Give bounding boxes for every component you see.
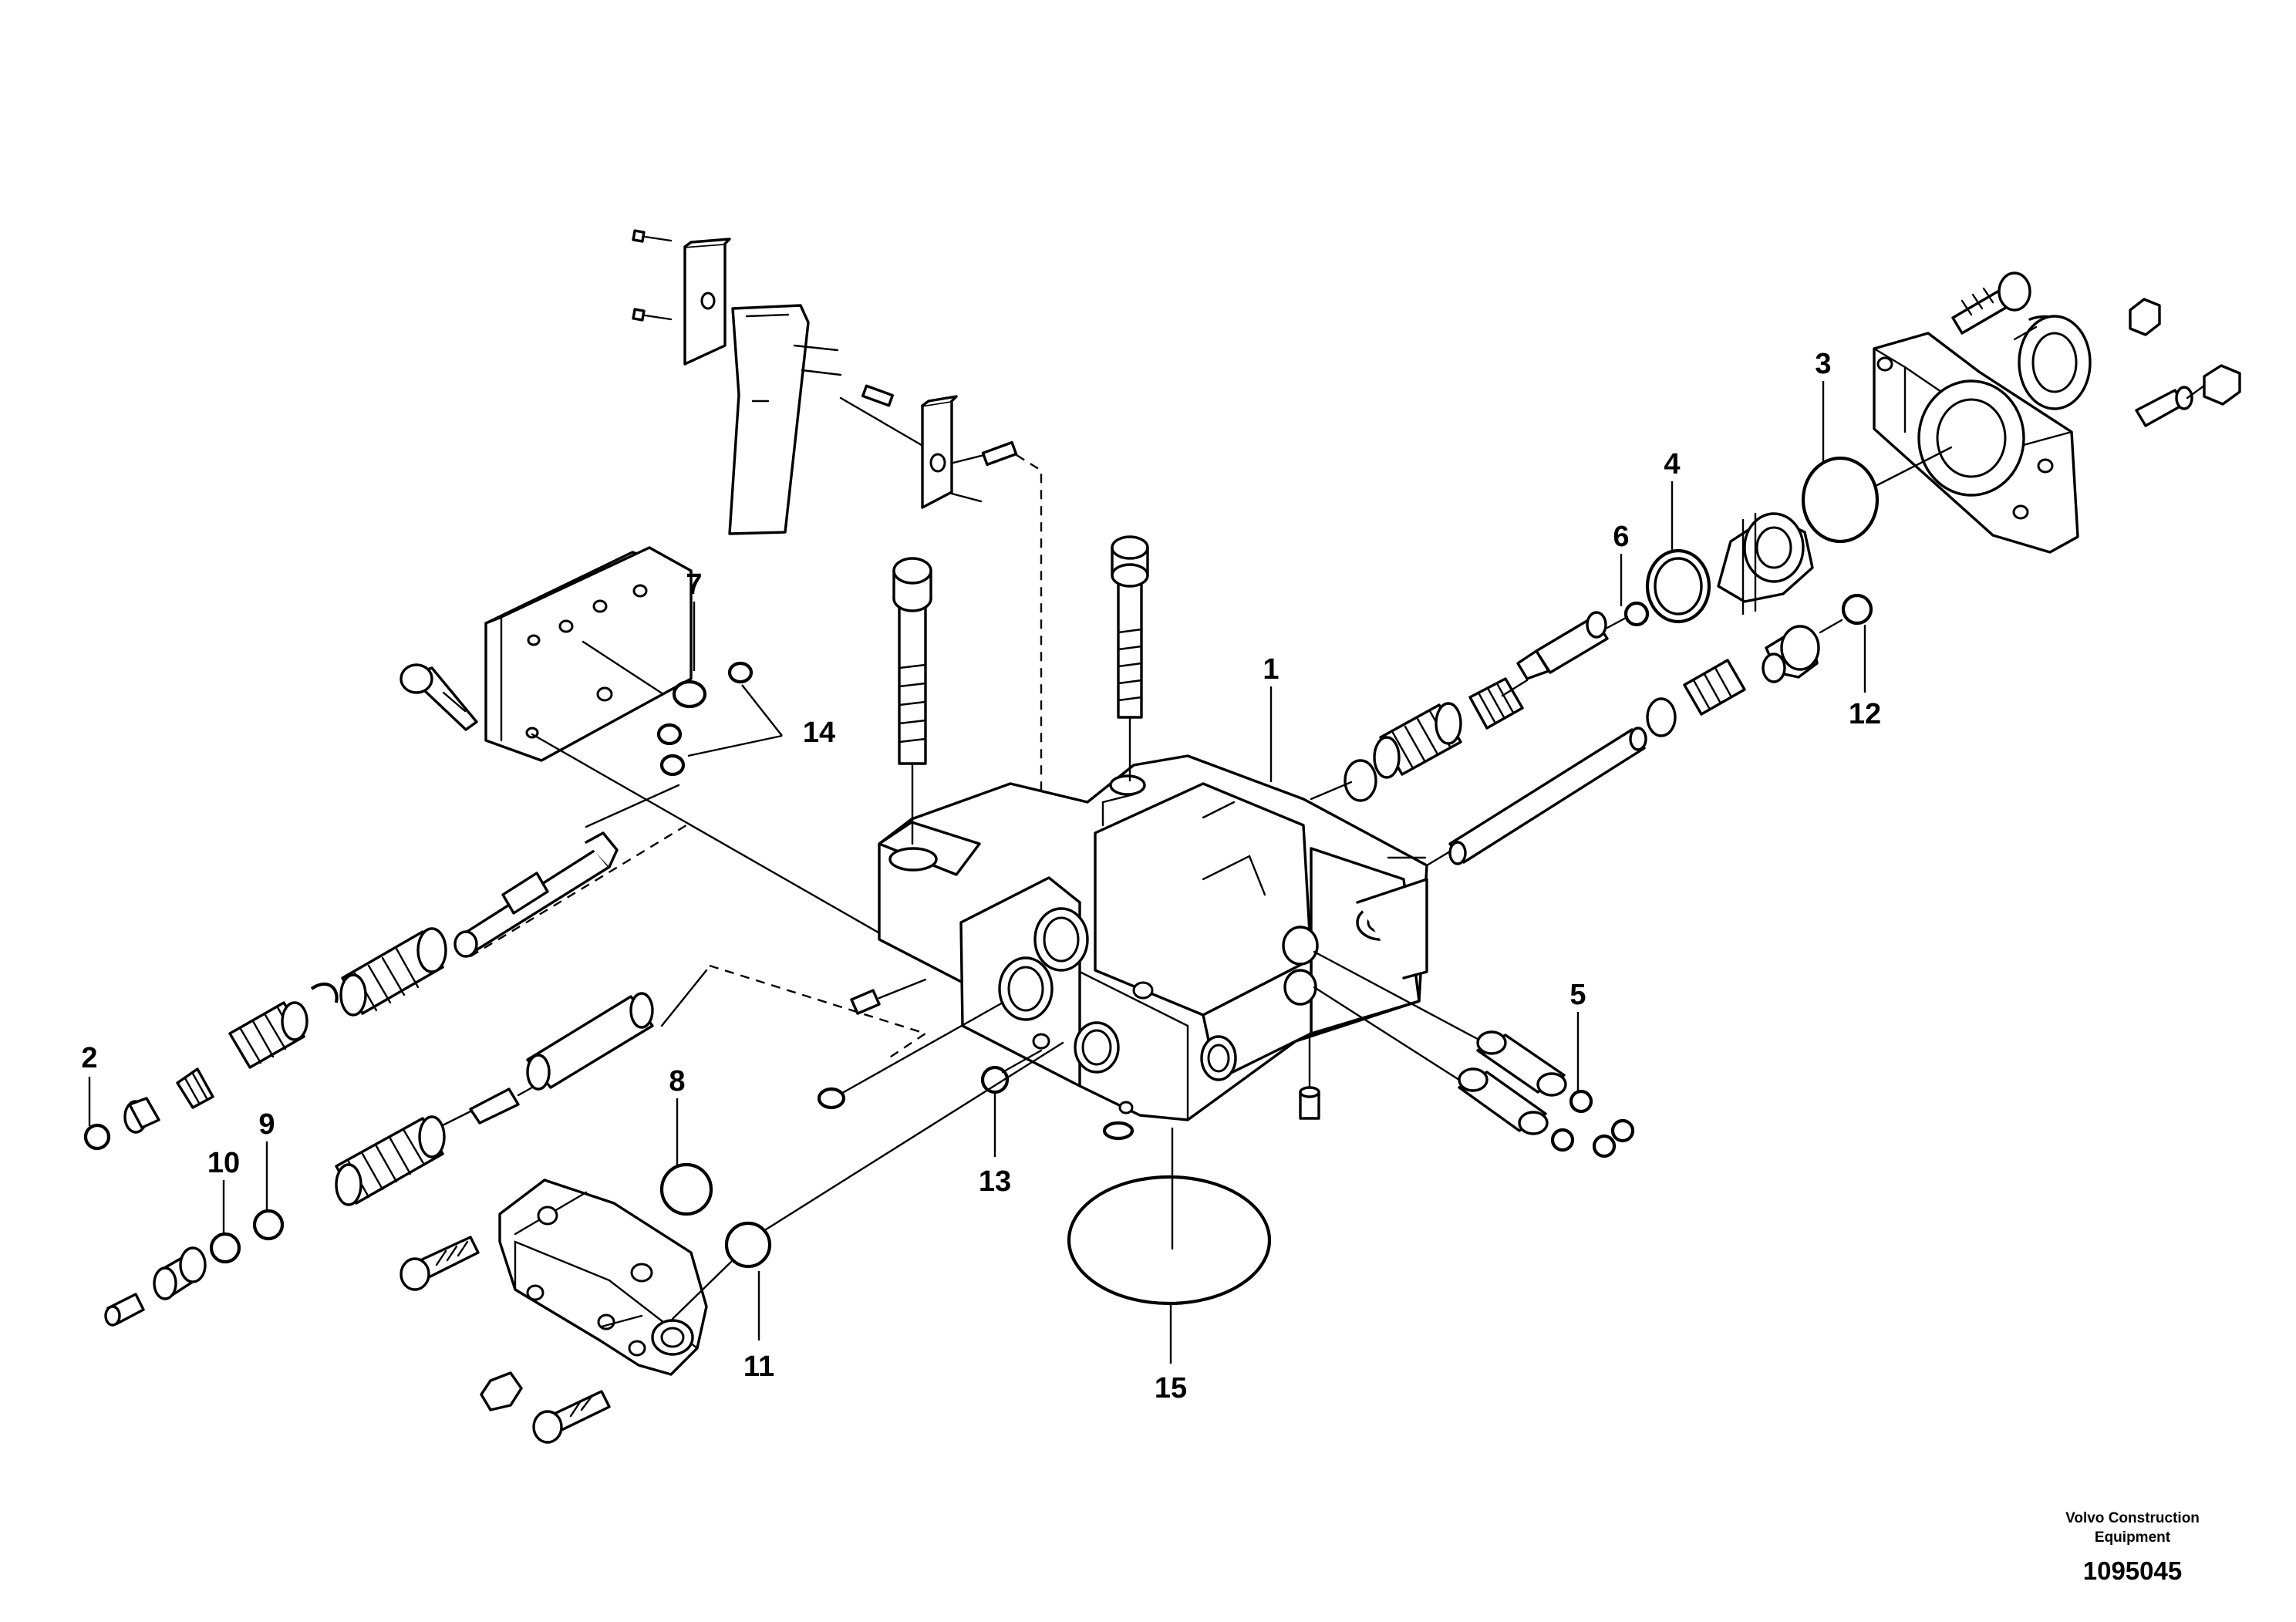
body-small-parts xyxy=(817,978,1320,1141)
ring-4 xyxy=(1645,548,1711,624)
spring-seat-right-lower xyxy=(1646,697,1677,737)
callout-2: 2 xyxy=(81,1042,97,1074)
oring-9 xyxy=(252,1209,285,1241)
lower-cover-assembly xyxy=(400,1041,1064,1444)
body-port-top-left xyxy=(888,847,938,872)
callout-14: 14 xyxy=(803,717,835,749)
right-plug-assembly xyxy=(1313,950,1635,1158)
callout-1: 1 xyxy=(1263,653,1279,686)
callout-9: 9 xyxy=(258,1108,275,1141)
spring-upper-left-small xyxy=(176,1067,214,1109)
oring-bottom-small xyxy=(1102,1121,1135,1141)
left-cover-plate xyxy=(400,546,927,961)
oring-small-left xyxy=(817,1087,846,1110)
callout-6: 6 xyxy=(1613,521,1629,553)
valve-body xyxy=(878,754,1428,1121)
set-screw xyxy=(850,989,881,1015)
callout-12: 12 xyxy=(1849,698,1881,730)
callout-3: 3 xyxy=(1815,348,1831,380)
oring-12 xyxy=(1841,593,1873,626)
lever-arm xyxy=(728,304,810,535)
callout-leaders xyxy=(88,381,1866,1364)
callout-5: 5 xyxy=(1569,979,1586,1011)
spring-seat-right xyxy=(1344,759,1377,802)
callout-4: 4 xyxy=(1664,448,1680,481)
manufacturer-name-line2: Equipment xyxy=(2094,1529,2171,1546)
oring-11 xyxy=(724,1221,772,1269)
oring-3 xyxy=(1801,456,1880,544)
oring-set-14 xyxy=(656,661,754,777)
snap-ring-2 xyxy=(83,1123,111,1151)
right-upper-assembly xyxy=(1310,271,2241,802)
manufacturer-name: Volvo Construction xyxy=(2065,1510,2200,1526)
drawing-number: 1095045 xyxy=(2082,1556,2183,1585)
callout-15: 15 xyxy=(1155,1372,1187,1404)
lower-cover-nut xyxy=(480,1371,523,1411)
spring-right-lower xyxy=(1683,659,1746,716)
upper-left-spool-assembly xyxy=(83,784,687,1151)
lever-linkage-assembly xyxy=(632,229,1043,794)
oring-10 xyxy=(209,1232,241,1264)
body-port-top-right xyxy=(1109,774,1146,796)
oring-13 xyxy=(980,1065,1010,1094)
callout-8: 8 xyxy=(669,1065,685,1098)
lower-left-spool-assembly xyxy=(104,964,928,1327)
guide-rod xyxy=(1448,728,1646,864)
large-oring-15 xyxy=(1067,1175,1272,1306)
oring-8 xyxy=(659,1162,713,1216)
callout-10: 10 xyxy=(207,1147,240,1179)
right-lower-assembly xyxy=(1425,593,1873,867)
callout-13: 13 xyxy=(979,1165,1011,1198)
callout-11: 11 xyxy=(743,1351,774,1383)
cap-screws-vertical xyxy=(892,535,1149,845)
oring-6 xyxy=(1623,601,1650,627)
callout-7: 7 xyxy=(686,568,702,601)
